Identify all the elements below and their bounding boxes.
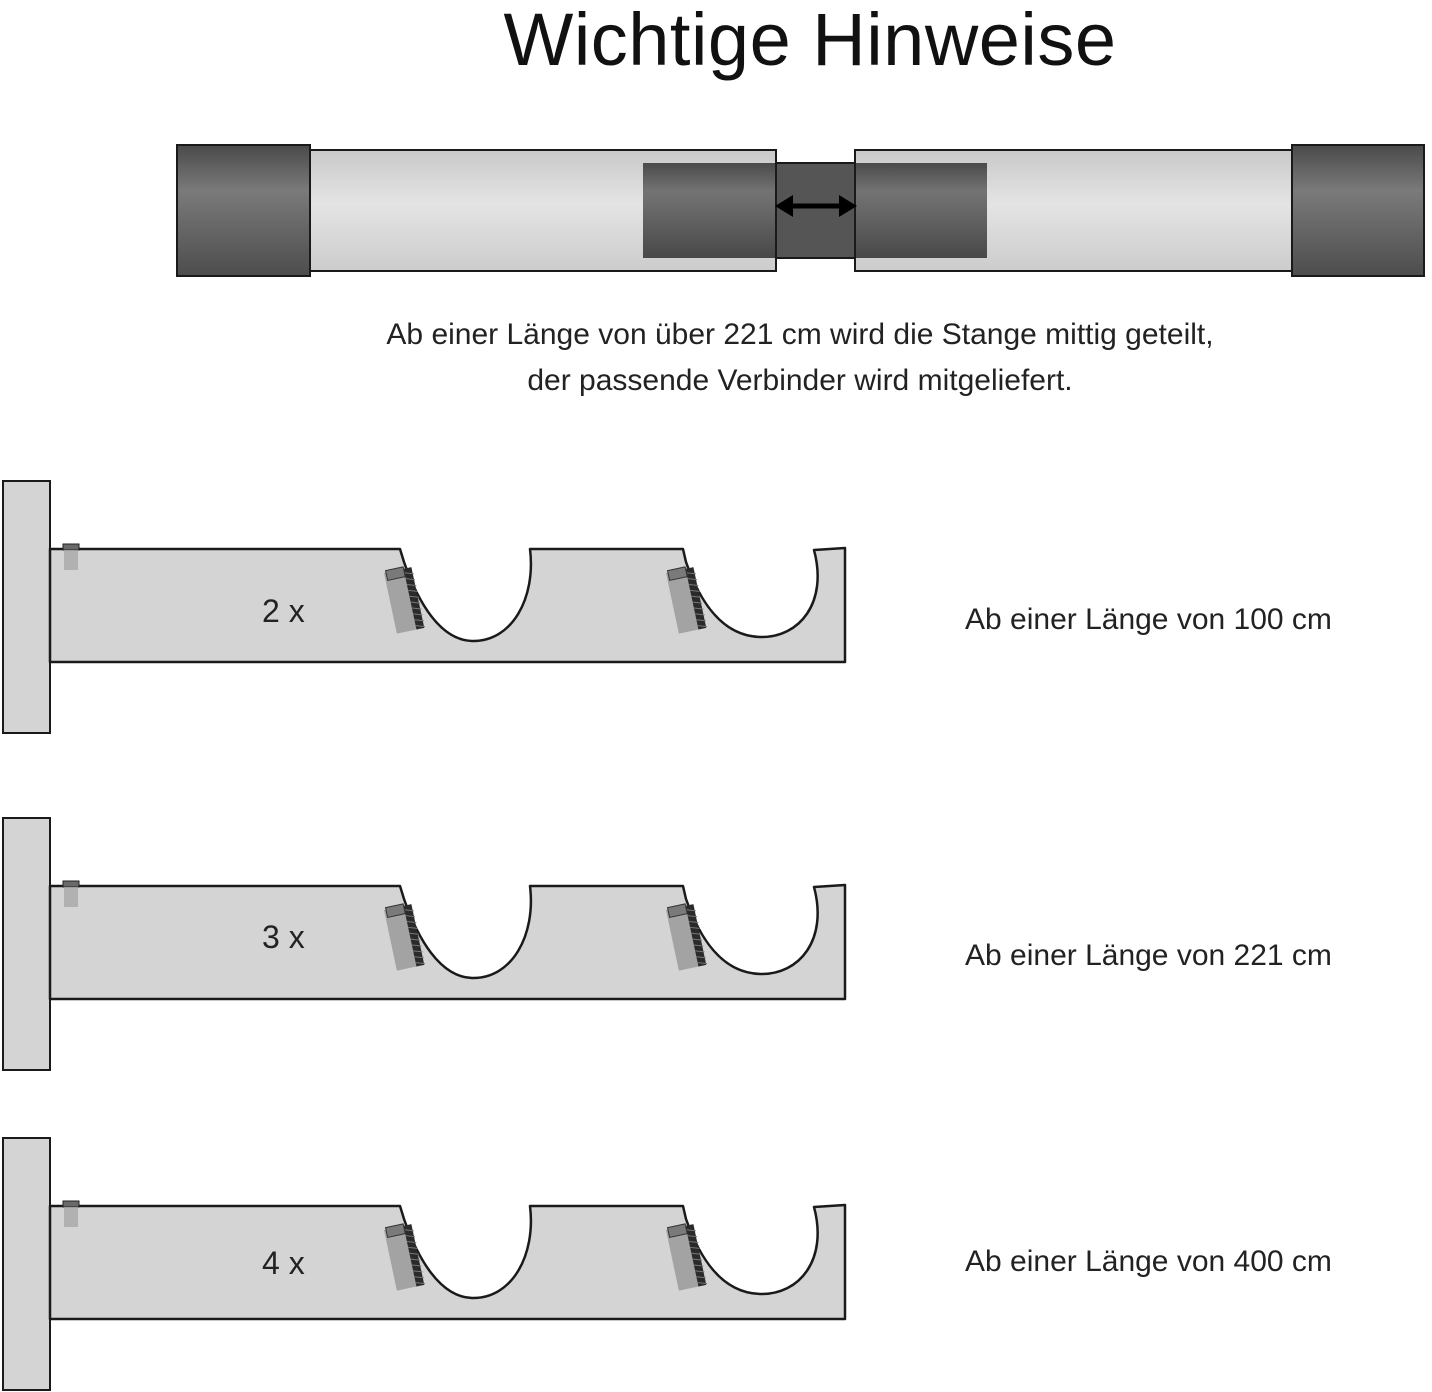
top-screw-icon [62, 880, 80, 888]
bracket-length-caption: Ab einer Länge von 221 cm [965, 939, 1332, 972]
bracket-row-1: 2 x Ab einer Länge von 100 cm [0, 480, 1432, 735]
bracket-arm [48, 546, 847, 664]
set-screw-icon [666, 903, 708, 971]
bracket-arm [48, 883, 847, 1001]
wall-plate [2, 480, 51, 734]
double-bracket-illustration [2, 480, 847, 734]
set-screw-icon [384, 566, 426, 634]
double-bracket-illustration [2, 1137, 847, 1391]
top-screw-icon [62, 1200, 80, 1208]
set-screw-icon [666, 1223, 708, 1291]
wall-plate [2, 817, 51, 1071]
top-screw-icon [62, 543, 80, 551]
note-line-2: der passende Verbinder wird mitgeliefert… [527, 364, 1073, 397]
set-screw-icon [384, 1223, 426, 1291]
double-bracket-illustration [2, 817, 847, 1071]
double-arrow-icon [775, 195, 857, 217]
set-screw-icon [666, 566, 708, 634]
wall-plate [2, 1137, 51, 1391]
note-line-1: Ab einer Länge von über 221 cm wird die … [386, 318, 1214, 351]
rod-end-cap-right [1291, 144, 1425, 277]
bracket-length-caption: Ab einer Länge von 100 cm [965, 603, 1332, 636]
bracket-arm [48, 1203, 847, 1321]
rod-end-cap-left [176, 144, 311, 277]
bracket-quantity: 2 x [262, 593, 305, 629]
bracket-row-3: 4 x Ab einer Länge von 400 cm [0, 1137, 1432, 1392]
bracket-quantity: 3 x [262, 919, 305, 955]
bracket-row-2: 3 x Ab einer Länge von 221 cm [0, 817, 1432, 1072]
split-rod-note: Ab einer Länge von über 221 cm wird die … [0, 312, 1432, 404]
set-screw-icon [384, 903, 426, 971]
page-title: Wichtige Hinweise [503, 0, 1117, 81]
split-rod-illustration [176, 144, 1425, 277]
bracket-length-caption: Ab einer Länge von 400 cm [965, 1245, 1332, 1278]
bracket-quantity: 4 x [262, 1245, 305, 1281]
